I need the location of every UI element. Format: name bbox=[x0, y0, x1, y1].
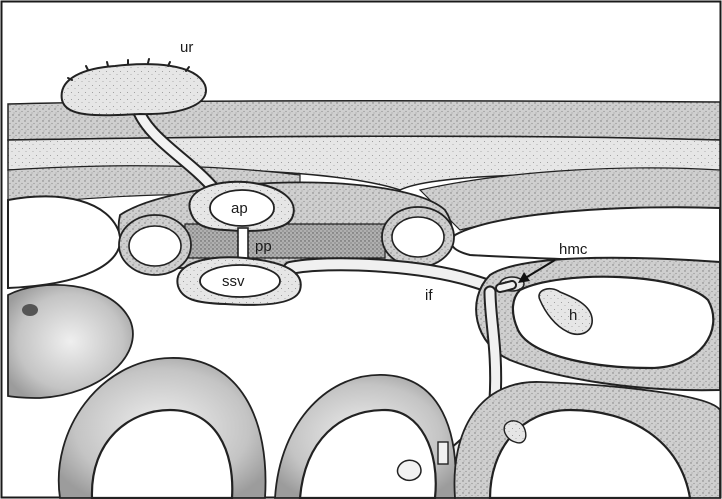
bottom-right-cell bbox=[454, 382, 720, 498]
label-h: h bbox=[569, 307, 577, 324]
label-if: if bbox=[425, 287, 433, 304]
label-hmc: hmc bbox=[559, 241, 588, 258]
label-ap: ap bbox=[231, 200, 248, 217]
label-ur: ur bbox=[180, 39, 193, 56]
label-pp: pp bbox=[255, 238, 272, 255]
label-ssv: ssv bbox=[222, 273, 245, 290]
